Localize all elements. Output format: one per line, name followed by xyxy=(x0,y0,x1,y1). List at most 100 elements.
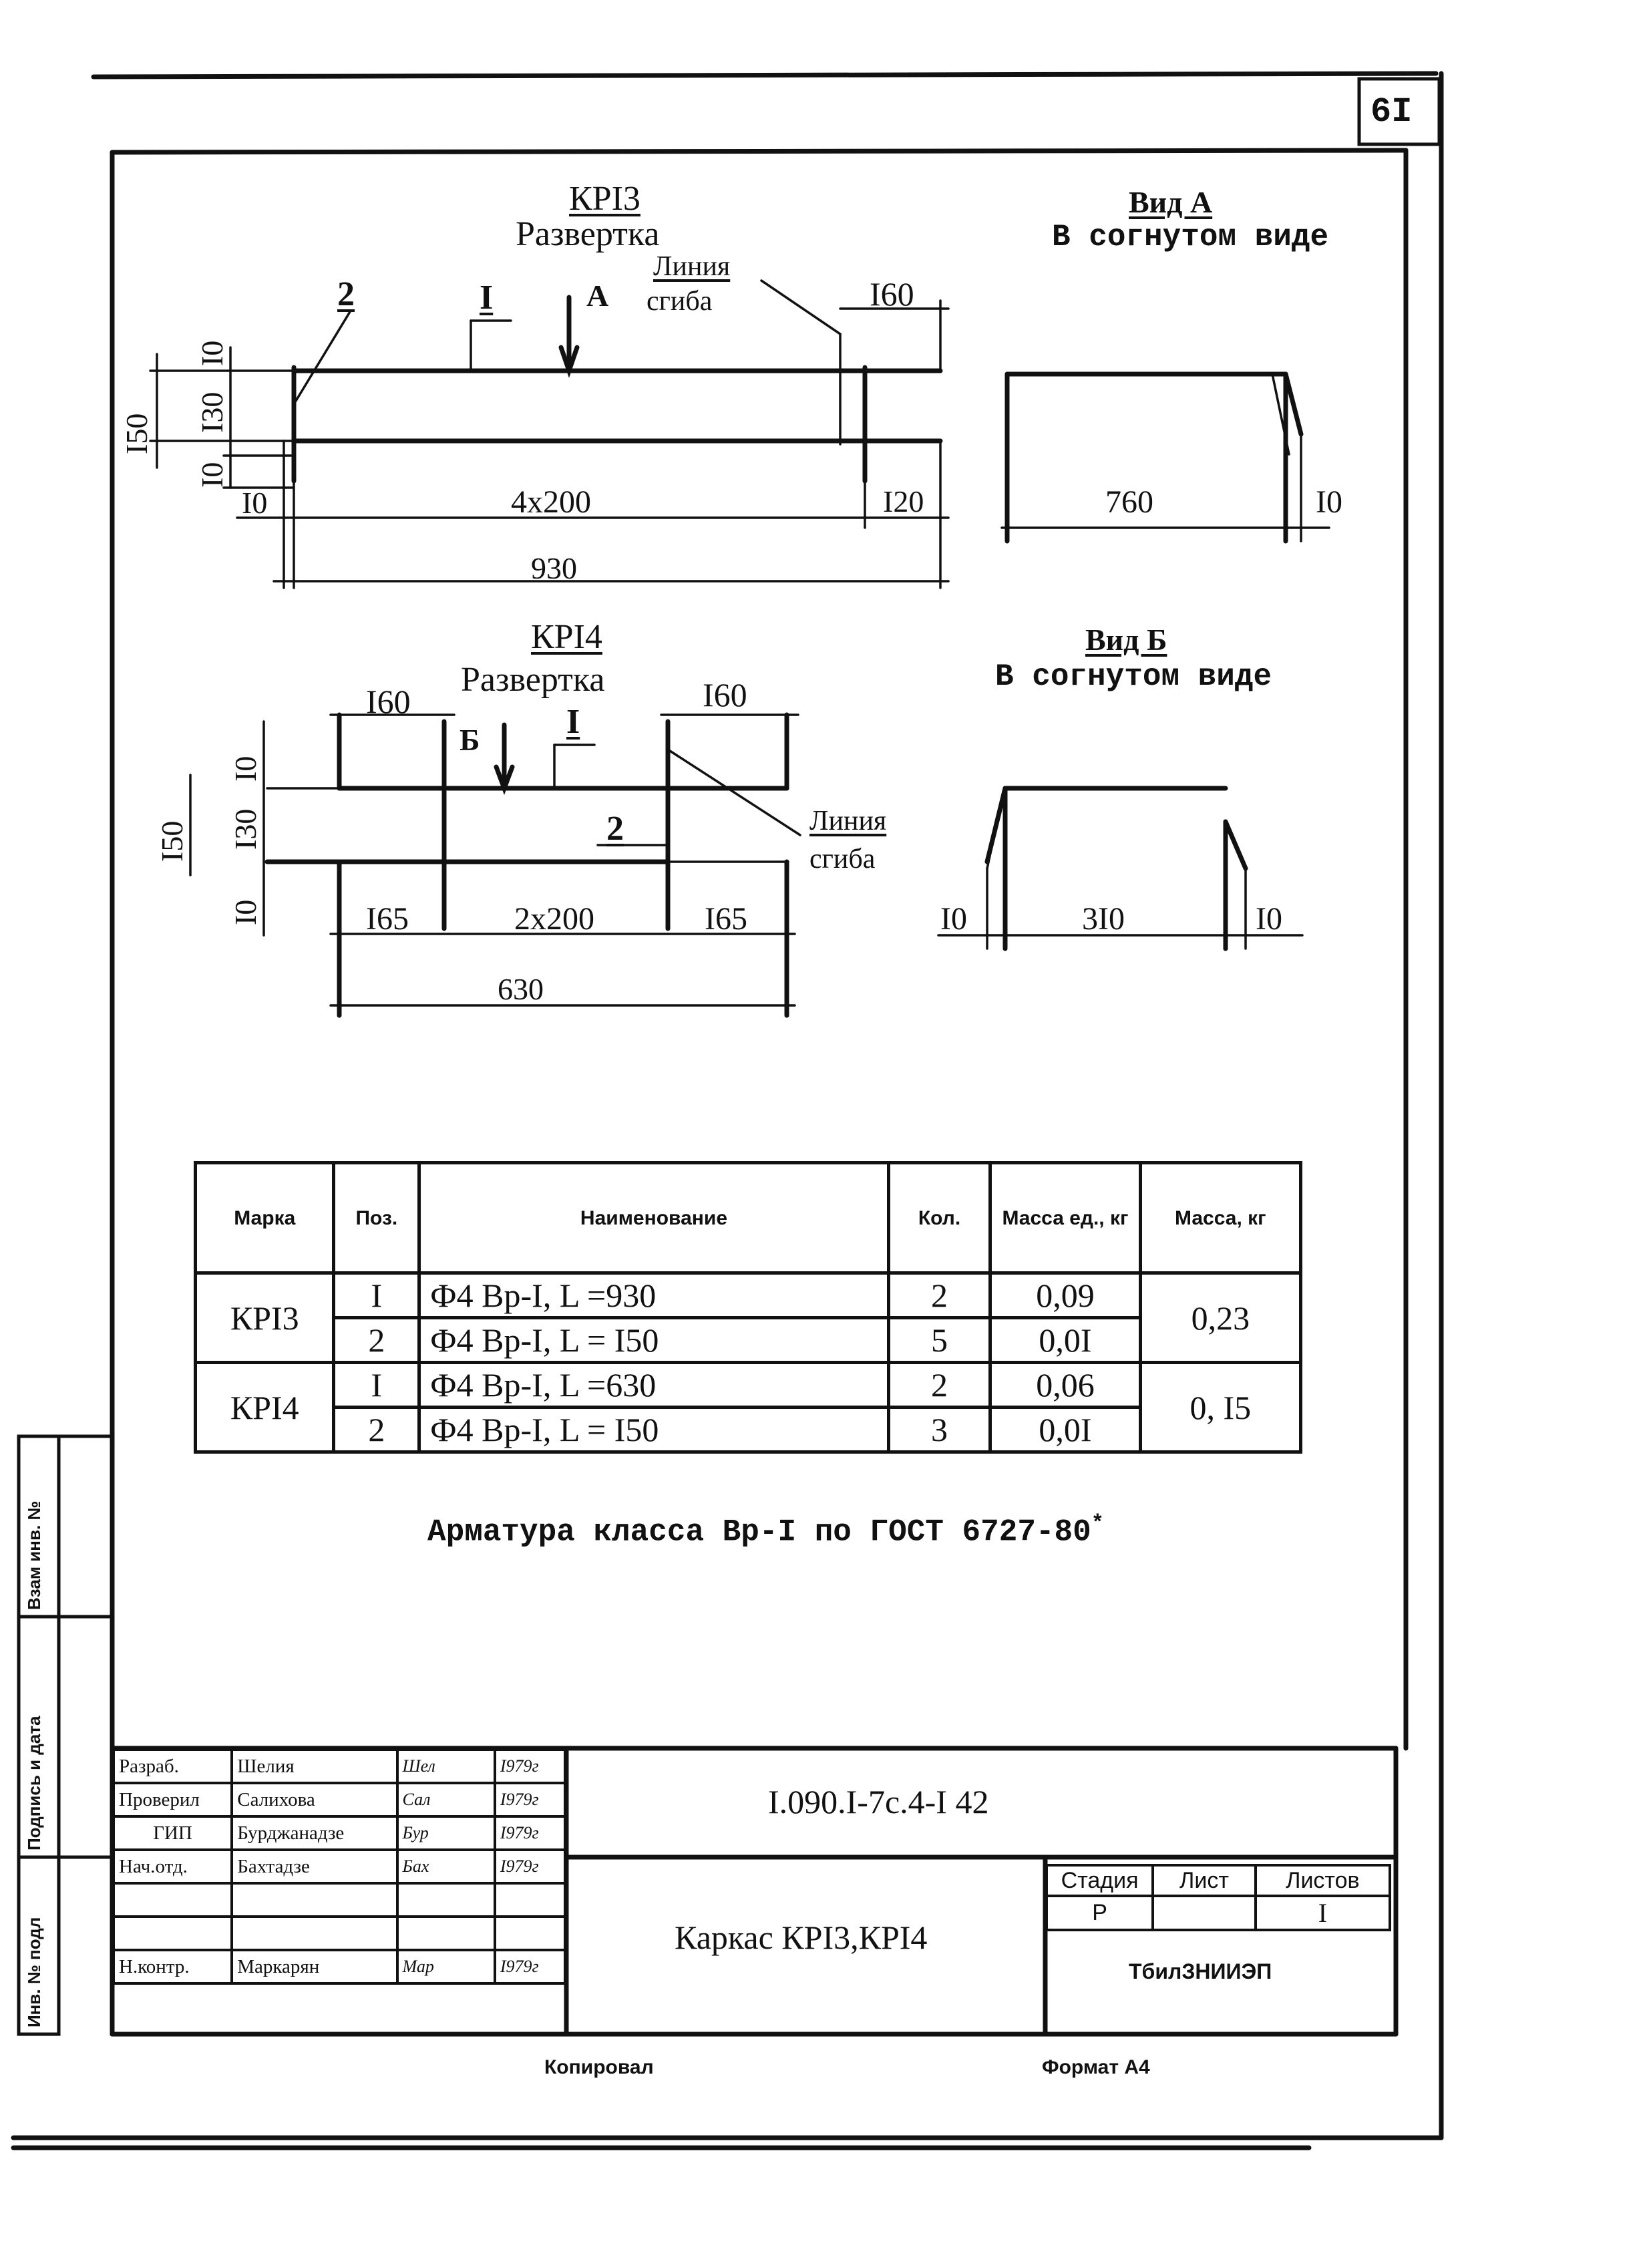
drawing1-dim-bottom-offset: I0 xyxy=(195,462,229,488)
stamp-name: Бурджанадзе xyxy=(230,1815,399,1851)
table-row: КРI3 I Ф4 Вр-I, L =930 2 0,09 0,23 xyxy=(193,1271,1303,1364)
row-qty: 3 xyxy=(886,1406,992,1454)
row-name: Ф4 Вр-I, L = I50 xyxy=(417,1406,890,1454)
drawing2-bend-line-2: сгиба xyxy=(809,844,876,874)
stamp-role: ГИП xyxy=(112,1815,234,1851)
stage-value: Р xyxy=(1045,1895,1155,1931)
drawing1-arrow-label: А xyxy=(586,279,609,313)
sheet-header: Лист xyxy=(1151,1864,1257,1897)
stamp-date: I979г xyxy=(493,1782,567,1818)
drawing1-dim-total-height: I50 xyxy=(120,413,154,454)
document-code: I.090.I-7с.4-I 42 xyxy=(768,1783,989,1820)
row-pos: I xyxy=(332,1361,421,1409)
header-qty: Кол. xyxy=(886,1161,992,1275)
view-b-subtitle: В согнутом виде xyxy=(995,659,1272,694)
row-pos: 2 xyxy=(332,1406,421,1454)
row-name: Ф4 Вр-I, L =630 xyxy=(417,1361,890,1409)
organization-name: ТбилЗНИИЭП xyxy=(1129,1959,1272,1983)
drawing2-dim-right: I65 xyxy=(705,901,747,937)
stamp-sign: Бур xyxy=(395,1815,496,1851)
stamp-role: Проверил xyxy=(112,1782,234,1818)
drawing2-title: КРI4 xyxy=(531,618,602,656)
stamp-role: Нач.отд. xyxy=(112,1848,234,1885)
side-label-inv-orig: Инв. № подл xyxy=(24,1917,44,2028)
stamp-name xyxy=(230,1882,399,1918)
sheet-value xyxy=(1151,1895,1257,1931)
stamp-role xyxy=(112,1915,234,1951)
drawing1-dim-mid: I30 xyxy=(195,391,229,433)
stamp-sign xyxy=(395,1882,496,1918)
drawing2-dim-total: 630 xyxy=(498,972,544,1006)
drawing1-pos1: I xyxy=(480,279,494,317)
stamp-name: Шелия xyxy=(230,1748,399,1784)
drawing2-arrow-label: Б xyxy=(460,723,480,757)
stamp-date xyxy=(493,1915,567,1951)
stamp-date xyxy=(493,1882,567,1918)
row-unit-mass: 0,0I xyxy=(988,1316,1142,1364)
table-row: Нач.отд. Бахтадзе Бах I979г xyxy=(112,1848,567,1885)
reinforcement-note: Арматура класса Вр-I по ГОСТ 6727-80* xyxy=(427,1511,1104,1548)
note-mark: * xyxy=(1091,1511,1104,1536)
group-mark: КРI3 xyxy=(193,1271,336,1364)
table-row: Н.контр. Маркарян Мар I979г xyxy=(112,1949,567,1985)
view-b-dim-left: I0 xyxy=(940,901,967,937)
group-total-mass: 0, I5 xyxy=(1138,1361,1303,1454)
side-label-inv-sub: Взам инв. № xyxy=(24,1500,44,1610)
stamp-date: I979г xyxy=(493,1949,567,1985)
stamp-role xyxy=(112,1882,234,1918)
drawing1-dim-pitch: 4x200 xyxy=(511,484,591,520)
specification-table: Марка Поз. Наименование Кол. Масса ед., … xyxy=(193,1161,1303,1454)
footer-format: Формат А4 xyxy=(1042,2056,1150,2078)
view-b-dim-right: I0 xyxy=(1256,901,1282,937)
drawing2-dim-bottom-offset: I0 xyxy=(228,899,262,925)
row-unit-mass: 0,09 xyxy=(988,1271,1142,1319)
row-pos: 2 xyxy=(332,1316,421,1364)
view-b-title: Вид Б xyxy=(1085,623,1167,657)
view-a-dim-end: I0 xyxy=(1316,484,1342,520)
group-total-mass: 0,23 xyxy=(1138,1271,1303,1364)
page-number: 6I xyxy=(1370,92,1413,132)
table-row xyxy=(112,1915,567,1951)
drawing1-dim-top-offset: I0 xyxy=(195,340,229,366)
view-a-title: Вид А xyxy=(1129,185,1213,219)
stage-sheet-table: Стадия Лист Листов Р I xyxy=(1045,1864,1392,1931)
row-qty: 5 xyxy=(886,1316,992,1364)
row-unit-mass: 0,06 xyxy=(988,1361,1142,1409)
stamp-sign: Сал xyxy=(395,1782,496,1818)
stamp-date: I979г xyxy=(493,1815,567,1851)
stamp-sign xyxy=(395,1915,496,1951)
drawing1-pos2: 2 xyxy=(337,275,355,313)
stamp-name xyxy=(230,1915,399,1951)
footer-copied: Копировал xyxy=(544,2056,654,2078)
view-a-dim-length: 760 xyxy=(1105,484,1153,520)
drawing2-pos1: I xyxy=(566,703,580,741)
document-title: Каркас КРI3,КРI4 xyxy=(675,1919,928,1956)
sheets-value: I xyxy=(1254,1895,1392,1931)
table-row: ГИП Бурджанадзе Бур I979г xyxy=(112,1815,567,1851)
drawing1-dim-right: I20 xyxy=(883,484,924,518)
drawing1-dim-left: I0 xyxy=(242,486,268,520)
drawing1-title: КРI3 xyxy=(569,180,640,218)
drawing2-dim-mid: I30 xyxy=(228,808,262,850)
view-a-subtitle: В согнутом виде xyxy=(1052,220,1329,255)
row-name: Ф4 Вр-I, L =930 xyxy=(417,1271,890,1319)
drawing2-dim-top-right: I60 xyxy=(703,676,747,713)
drawing2-dim-pitch: 2x200 xyxy=(514,901,594,937)
drawing1-dim-total: 930 xyxy=(531,551,577,585)
drawing2-dim-top-left: I60 xyxy=(366,683,411,720)
header-mass: Масса, кг xyxy=(1138,1161,1303,1275)
stamp-date: I979г xyxy=(493,1848,567,1885)
drawing2-dim-total-height: I50 xyxy=(155,820,189,862)
group-mark: КРI4 xyxy=(193,1361,336,1454)
stage-header: Стадия xyxy=(1045,1864,1155,1897)
stamp-role: Н.контр. xyxy=(112,1949,234,1985)
title-block-signatures: Разраб. Шелия Шел I979г Проверил Салихов… xyxy=(112,1748,567,1985)
table-row: 2 Ф4 Вр-I, L = I50 3 0,0I xyxy=(196,1406,1301,1454)
view-b-dim-length: 3I0 xyxy=(1082,901,1125,937)
stamp-sign: Шел xyxy=(395,1748,496,1784)
drawing2-pos2: 2 xyxy=(606,810,624,848)
row-qty: 2 xyxy=(886,1361,992,1409)
drawing2-dim-left: I65 xyxy=(366,901,409,937)
stamp-sign: Бах xyxy=(395,1848,496,1885)
header-pos: Поз. xyxy=(332,1161,421,1275)
